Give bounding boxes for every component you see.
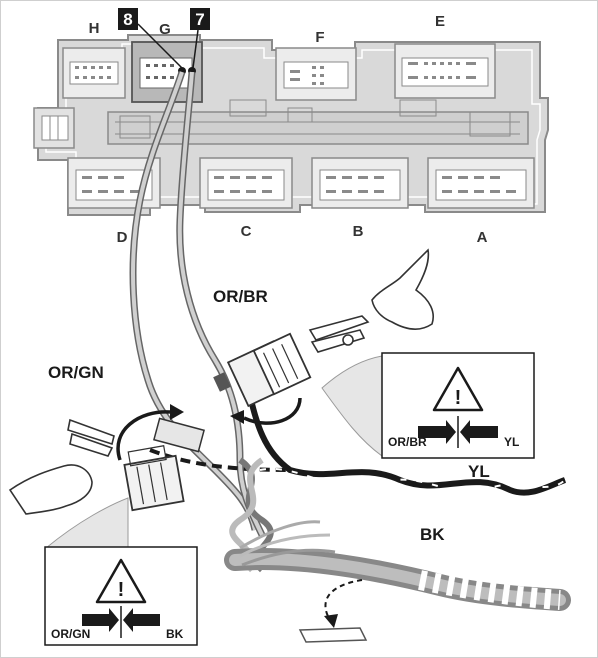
connector-label-b: B (353, 223, 364, 240)
warning-callout-right: ! OR/BR YL (321, 352, 535, 459)
connector-label-g: G (159, 21, 171, 38)
connector-label-d: D (117, 229, 128, 246)
wire-or-br (176, 71, 266, 537)
connector-e-socket (394, 43, 496, 99)
arrow-left-connect (116, 410, 171, 461)
plug-right (213, 332, 312, 408)
warning-left-right-label: BK (166, 627, 184, 641)
pin-8-label: 8 (123, 10, 132, 29)
connector-label-f: F (315, 29, 324, 46)
warning-left-symbol: ! (118, 579, 125, 601)
connector-f-socket (275, 47, 357, 101)
connector-c-socket (199, 157, 293, 209)
arrow-right-head (230, 410, 244, 424)
warning-right-left-label: OR/BR (388, 435, 427, 449)
main-harness (224, 520, 571, 611)
label-or-br: OR/BR (213, 287, 268, 306)
cut-strip (298, 579, 368, 643)
connector-label-a: A (477, 229, 488, 246)
pin-8-leader (137, 23, 183, 69)
warning-callout-left: ! OR/GN BK (44, 497, 198, 646)
pin-7-leader (192, 29, 199, 69)
connector-label-e: E (435, 13, 445, 30)
wire-yl-twisted (149, 387, 567, 496)
label-yl: YL (468, 462, 490, 481)
plug-left (123, 417, 205, 512)
warning-left-left-label: OR/GN (51, 627, 90, 641)
label-or-gn: OR/GN (48, 363, 104, 382)
arrow-right-connect (243, 397, 302, 425)
connector-a-socket (427, 157, 535, 209)
warning-right-symbol: ! (455, 387, 462, 409)
label-bk: BK (420, 525, 445, 544)
connector-b-socket (311, 157, 409, 209)
wire-or-gn (129, 70, 259, 531)
connector-label-h: H (89, 20, 100, 37)
warning-right-right-label: YL (504, 435, 519, 449)
connector-label-c: C (241, 223, 252, 240)
arrow-left-head (170, 404, 184, 420)
hand-right (308, 248, 434, 353)
pin-8-badge: 8 (118, 8, 138, 30)
fuse-box (33, 34, 549, 216)
hand-left (8, 418, 115, 515)
pin-7-badge: 7 (190, 8, 210, 30)
pin-7-label: 7 (195, 10, 204, 29)
connector-h-socket (62, 47, 126, 99)
